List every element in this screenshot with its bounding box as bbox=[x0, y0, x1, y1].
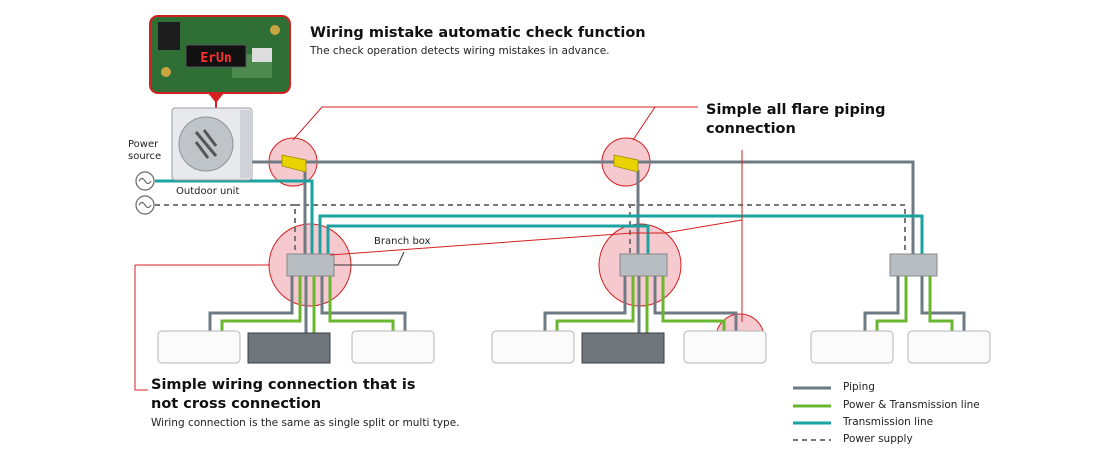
branch-box-label: Branch box bbox=[374, 236, 431, 247]
branch-output-lines bbox=[208, 276, 966, 335]
flare-connector-1 bbox=[281, 154, 307, 173]
flare-connector-2 bbox=[613, 154, 639, 173]
branch-boxes bbox=[286, 253, 938, 277]
wall-unit bbox=[683, 330, 767, 364]
wall-unit bbox=[351, 330, 435, 364]
piping-lines bbox=[252, 160, 915, 258]
legend-item-power-supply: Power supply bbox=[843, 433, 913, 445]
wall-unit bbox=[491, 330, 575, 364]
branch-box-3 bbox=[889, 253, 938, 277]
flare-title-line1: Simple all flare piping bbox=[706, 102, 886, 118]
transmission-lines bbox=[155, 179, 924, 258]
highlight-circles bbox=[268, 137, 765, 363]
legend-swatches bbox=[793, 386, 831, 441]
simple-wiring-line2: not cross connection bbox=[151, 396, 322, 412]
simple-wiring-line1: Simple wiring connection that is bbox=[151, 377, 416, 393]
indoor-units bbox=[157, 330, 991, 364]
pcb-display-code: ErUn bbox=[200, 51, 231, 66]
flare-connectors bbox=[281, 154, 639, 173]
wiring-check-desc: The check operation detects wiring mista… bbox=[310, 45, 610, 57]
outdoor-unit-icon bbox=[171, 107, 253, 181]
legend-item-power-transmission: Power & Transmission line bbox=[843, 399, 980, 411]
branch-box-1 bbox=[286, 253, 335, 277]
wall-unit bbox=[907, 330, 991, 364]
duct-unit bbox=[247, 332, 331, 364]
power-source-label-line1: Power bbox=[128, 139, 159, 150]
wall-unit bbox=[157, 330, 241, 364]
flare-title-line2: connection bbox=[706, 121, 796, 137]
leader-lines bbox=[134, 93, 743, 391]
power-source-symbols bbox=[135, 171, 155, 215]
branch-box-leader bbox=[334, 251, 405, 266]
duct-unit bbox=[581, 332, 665, 364]
simple-wiring-desc: Wiring connection is the same as single … bbox=[151, 417, 460, 429]
legend-item-transmission: Transmission line bbox=[843, 416, 934, 428]
power-supply-lines bbox=[155, 204, 906, 262]
power-source-label-line2: source bbox=[128, 151, 162, 162]
branch-box-2 bbox=[619, 253, 668, 277]
wall-unit bbox=[810, 330, 894, 364]
pcb-photo bbox=[149, 15, 291, 103]
legend-item-piping: Piping bbox=[843, 381, 875, 393]
wiring-check-title: Wiring mistake automatic check function bbox=[310, 25, 646, 41]
outdoor-unit-label: Outdoor unit bbox=[176, 186, 240, 197]
